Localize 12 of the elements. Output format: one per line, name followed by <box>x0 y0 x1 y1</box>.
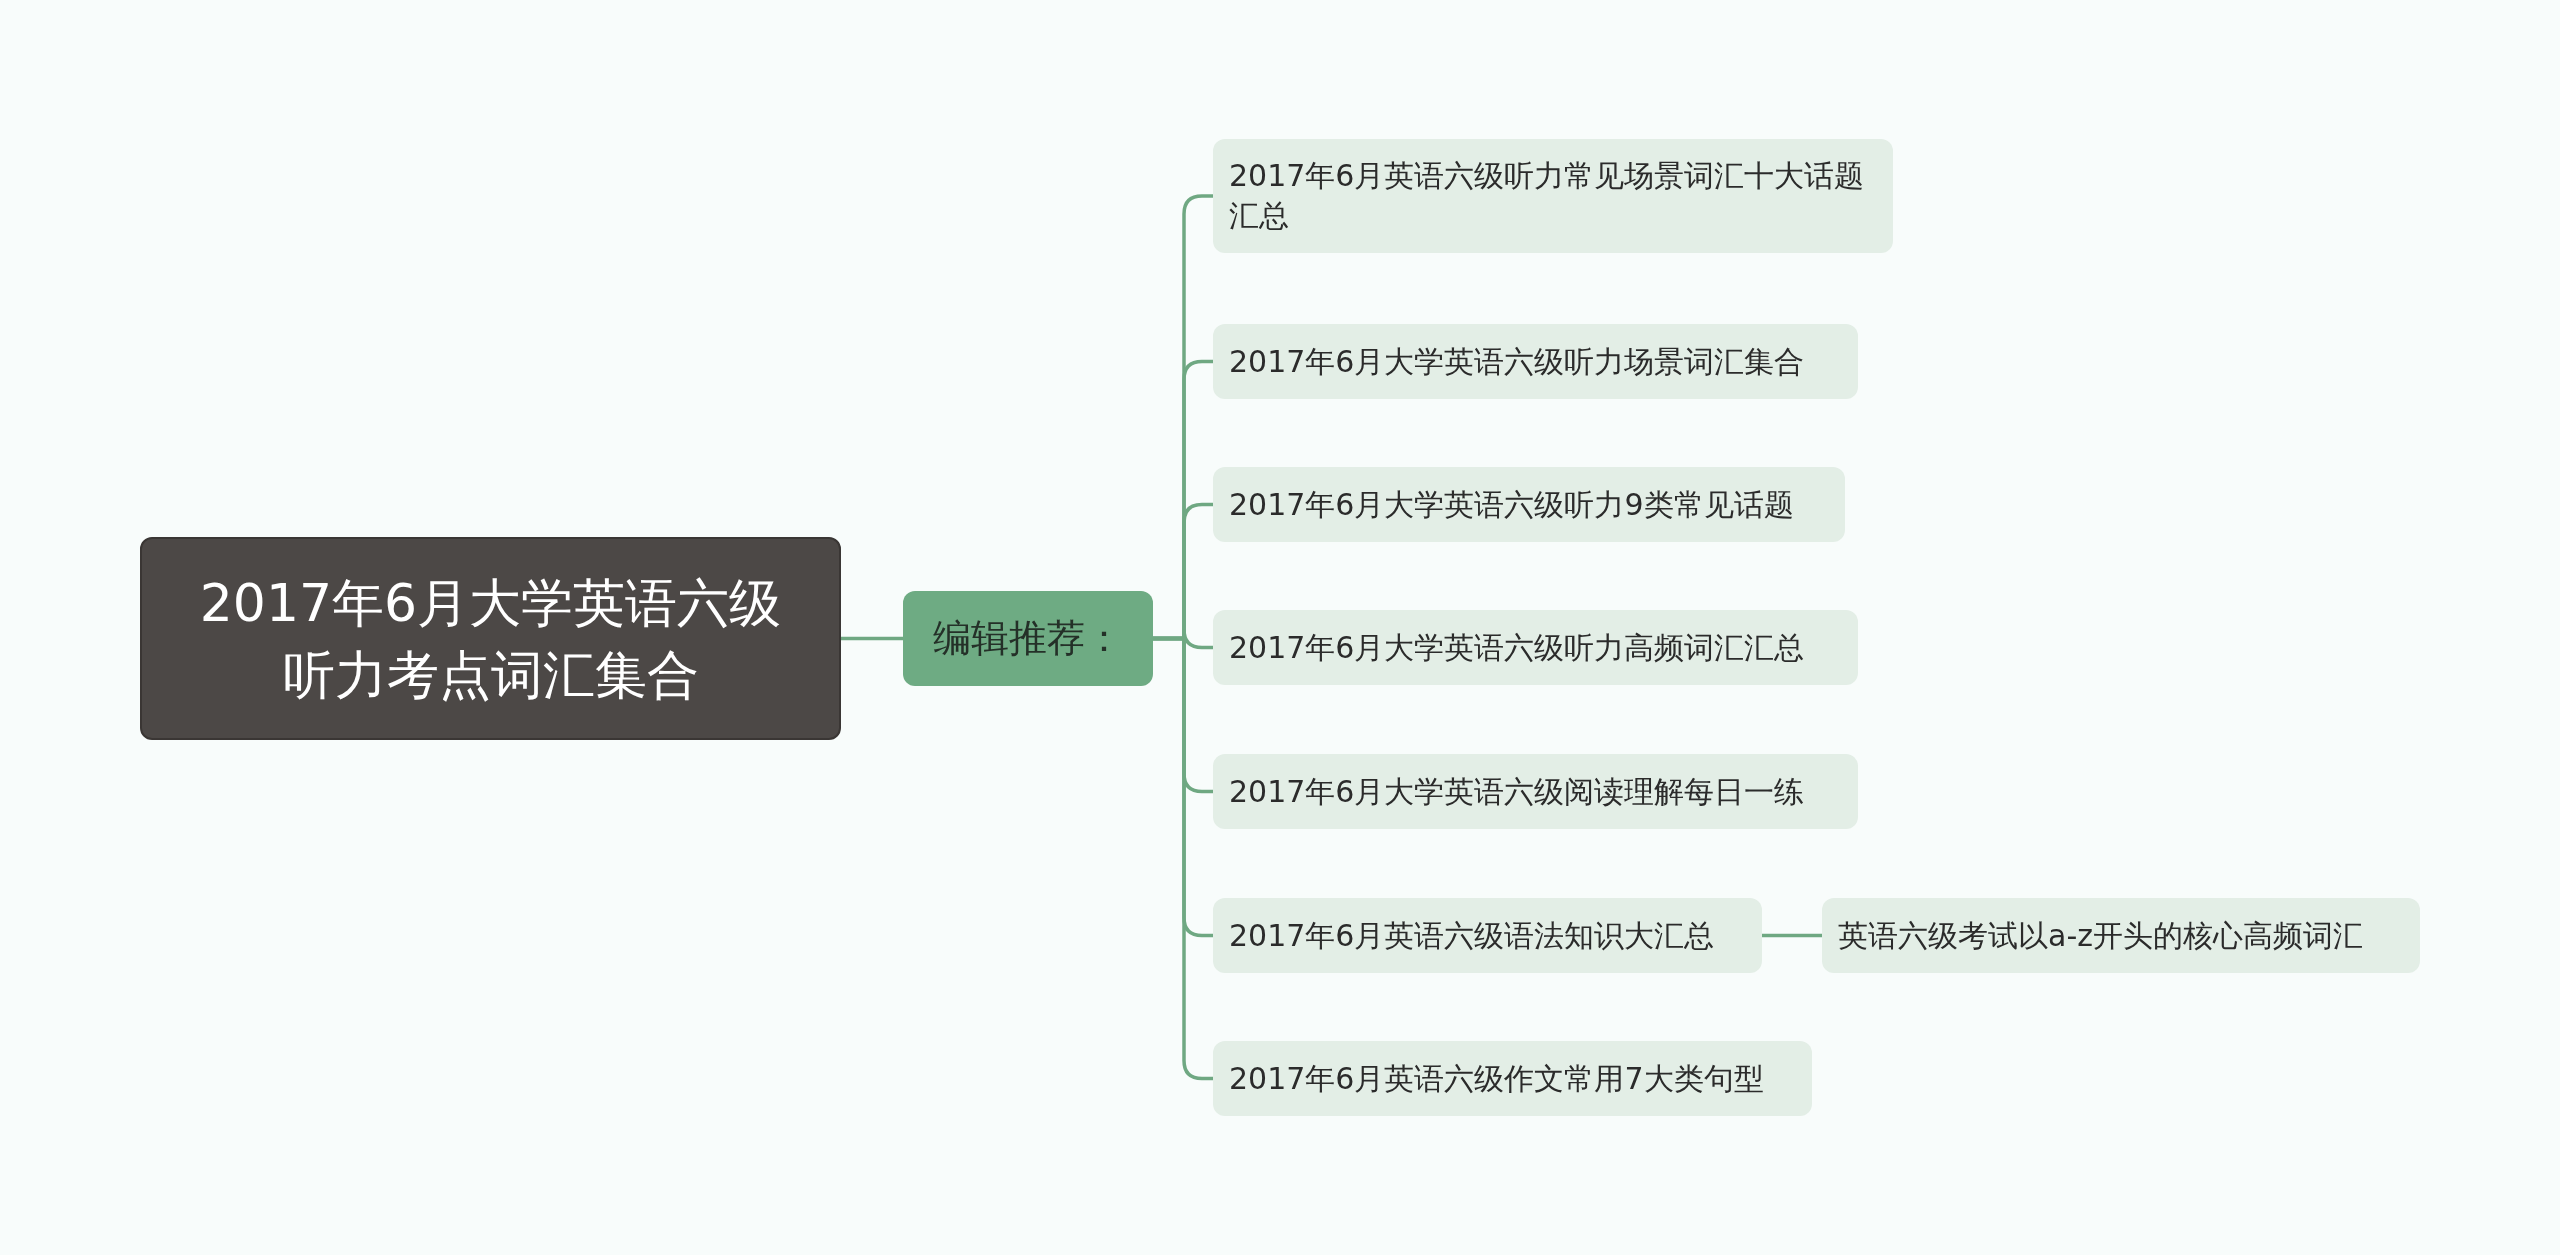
topic-box: 2017年6月英语六级听力常见场景词汇十大话题汇总 <box>1213 139 1893 253</box>
topic-box: 2017年6月大学英语六级听力考点词汇集合 <box>140 537 841 740</box>
connector-line <box>1762 933 1822 938</box>
topic-box: 2017年6月大学英语六级听力场景词汇集合 <box>1213 324 1858 399</box>
topic-box: 2017年6月英语六级作文常用7大类句型 <box>1213 1041 1812 1116</box>
topic-box: 2017年6月英语六级语法知识大汇总 <box>1213 898 1762 973</box>
connector-line <box>841 636 903 641</box>
topic-box: 英语六级考试以a-z开头的核心高频词汇 <box>1822 898 2420 973</box>
branch-box: 编辑推荐： <box>903 591 1153 686</box>
topic-box: 2017年6月大学英语六级阅读理解每日一练 <box>1213 754 1858 829</box>
topic-box: 2017年6月大学英语六级听力高频词汇汇总 <box>1213 610 1858 685</box>
topic-box: 2017年6月大学英语六级听力9类常见话题 <box>1213 467 1845 542</box>
